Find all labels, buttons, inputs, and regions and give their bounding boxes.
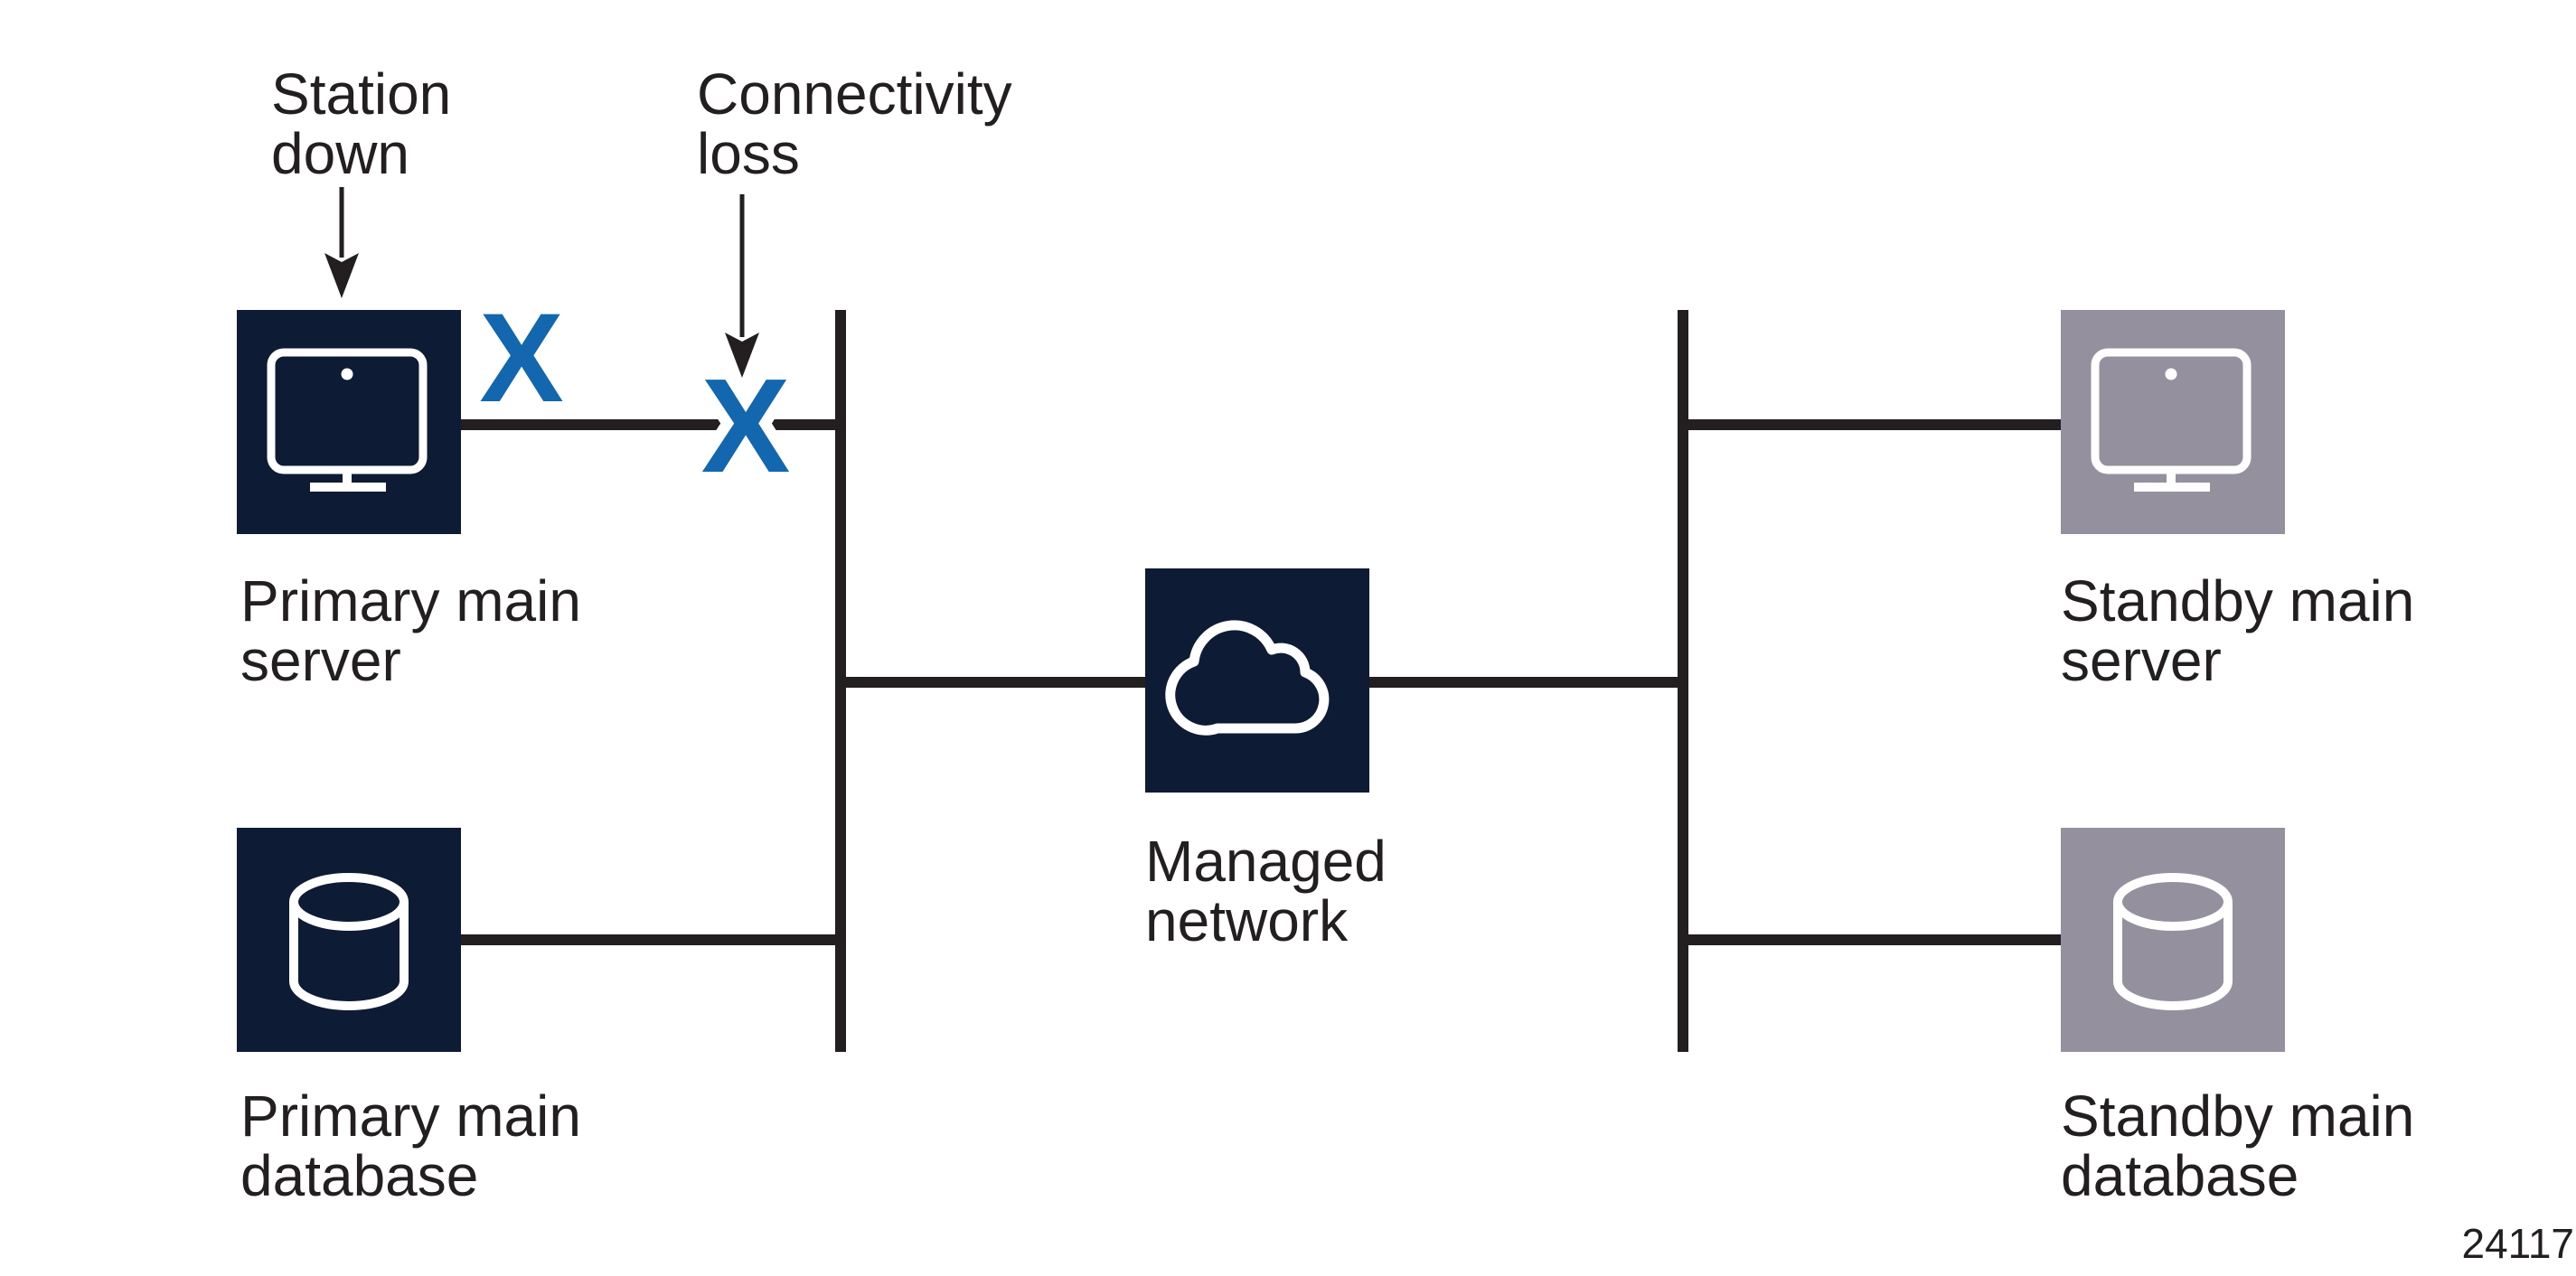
label-line: Primary main — [240, 1084, 581, 1149]
primary-main-server-label: Primary main server — [240, 571, 581, 690]
callout-line: Station — [271, 61, 452, 127]
label-line: Managed — [1145, 829, 1387, 894]
standby-main-database-node — [2061, 828, 2285, 1052]
managed-network-label: Managed network — [1145, 831, 1387, 951]
link-primary-server-to-bus — [461, 419, 846, 430]
station-down-callout: Station down — [271, 64, 451, 183]
label-line: Primary main — [240, 568, 581, 633]
callout-line: loss — [697, 121, 800, 186]
figure-number: 24117 — [2461, 1220, 2574, 1267]
cloud-icon — [1145, 568, 1369, 793]
label-line: network — [1145, 888, 1349, 953]
primary-main-database-label: Primary main database — [240, 1086, 581, 1206]
standby-main-server-node — [2061, 310, 2285, 534]
link-bus-to-standby-database — [1678, 934, 2061, 945]
label-line: server — [240, 628, 401, 693]
link-bus-to-standby-server — [1678, 419, 2061, 430]
connectivity-loss-x-mark-icon: X — [700, 352, 791, 501]
arrow-down-icon — [725, 194, 759, 378]
callout-line: down — [271, 121, 409, 186]
label-line: database — [2061, 1143, 2299, 1208]
label-line: server — [2061, 628, 2222, 693]
standby-main-database-label: Standby main database — [2061, 1086, 2414, 1206]
label-line: Standby main — [2061, 568, 2415, 633]
connectivity-loss-callout: Connectivity loss — [697, 64, 1012, 183]
database-icon — [2061, 828, 2285, 1052]
primary-main-database-node — [237, 828, 461, 1052]
arrow-down-icon — [324, 187, 359, 298]
label-line: database — [240, 1143, 479, 1208]
link-primary-database-to-bus — [461, 934, 846, 945]
monitor-icon — [2061, 310, 2285, 534]
station-down-x-mark-icon: X — [479, 286, 564, 428]
database-icon — [237, 828, 461, 1052]
label-line: Standby main — [2061, 1084, 2415, 1149]
callout-line: Connectivity — [697, 61, 1012, 127]
link-managed-network-to-bus — [1369, 677, 1688, 688]
standby-main-server-label: Standby main server — [2061, 571, 2414, 690]
monitor-icon — [237, 310, 461, 534]
managed-network-node — [1145, 568, 1369, 793]
primary-main-server-node — [237, 310, 461, 534]
link-bus-to-managed-network — [835, 677, 1145, 688]
